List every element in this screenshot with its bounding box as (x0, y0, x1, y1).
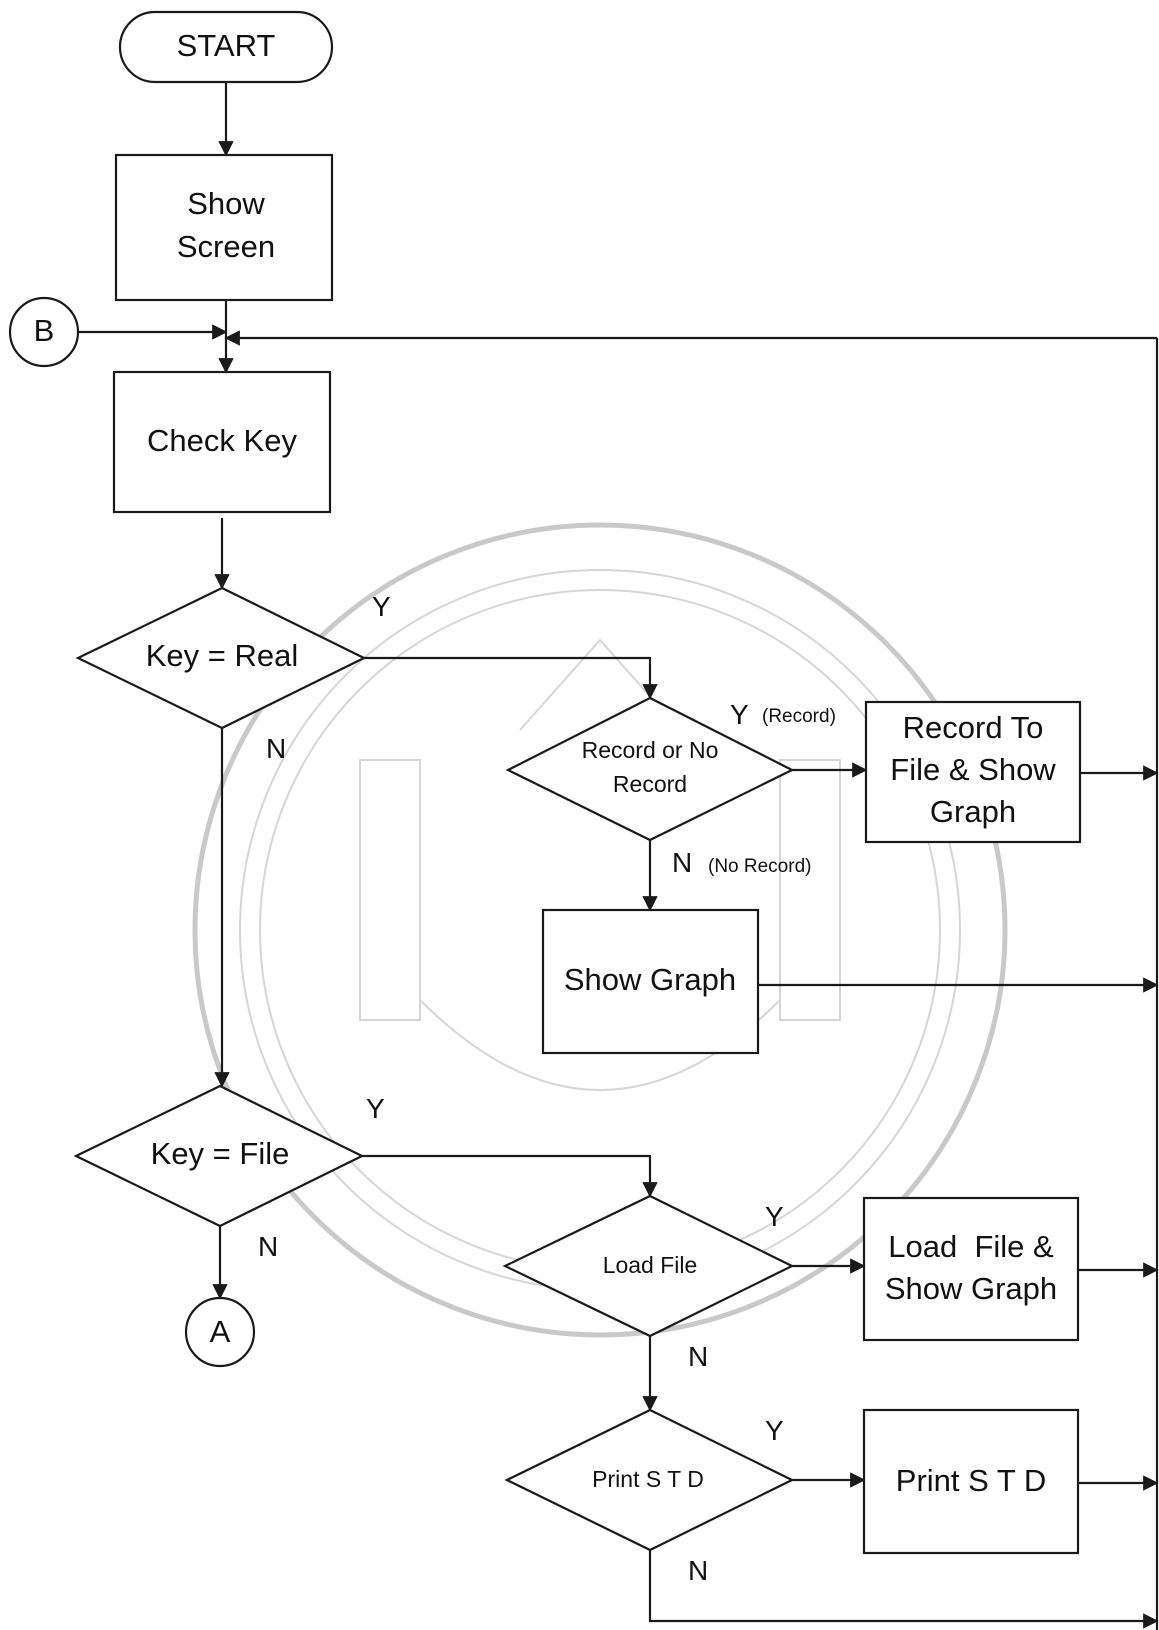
key-real-label: Key = Real (146, 638, 299, 673)
show-screen-label-line2: Screen (177, 229, 275, 264)
connector-a-label: A (210, 1314, 231, 1349)
start-label: START (177, 28, 276, 63)
load-file-show-graph-label-line2: Show Graph (885, 1271, 1057, 1306)
record-no-note: (No Record) (708, 856, 811, 877)
key-real-yes-label: Y (372, 591, 391, 622)
print-std-label: Print S T D (896, 1463, 1046, 1498)
record-choice-label-line2: Record (613, 771, 687, 797)
flow-lines (78, 82, 1157, 1630)
record-choice-decision (508, 698, 792, 840)
record-yes-label: Y (730, 699, 749, 730)
key-file-yes-label: Y (366, 1093, 385, 1124)
load-file-yes-label: Y (765, 1201, 784, 1232)
key-real-no-label: N (266, 733, 286, 764)
record-to-file-label-line3: Graph (930, 794, 1016, 829)
record-to-file-label-line2: File & Show (890, 752, 1056, 787)
record-choice-label-line1: Record or No (582, 737, 719, 763)
show-graph-label: Show Graph (564, 962, 736, 997)
record-no-label: N (672, 847, 692, 878)
record-to-file-label-line1: Record To (903, 710, 1044, 745)
load-file-show-graph-label-line1: Load File & (888, 1229, 1054, 1264)
connector-b-label: B (34, 313, 55, 348)
load-file-label: Load File (603, 1252, 698, 1278)
load-file-show-graph-box (864, 1198, 1078, 1340)
check-key-label: Check Key (147, 423, 297, 458)
print-std-yes-label: Y (765, 1415, 784, 1446)
print-std-decision-label: Print S T D (592, 1466, 704, 1492)
load-file-no-label: N (688, 1341, 708, 1372)
show-screen-box (116, 155, 332, 300)
key-file-label: Key = File (151, 1136, 290, 1171)
record-yes-note: (Record) (762, 706, 836, 727)
print-std-no-label: N (688, 1555, 708, 1586)
key-file-no-label: N (258, 1231, 278, 1262)
show-screen-label-line1: Show (187, 186, 265, 221)
